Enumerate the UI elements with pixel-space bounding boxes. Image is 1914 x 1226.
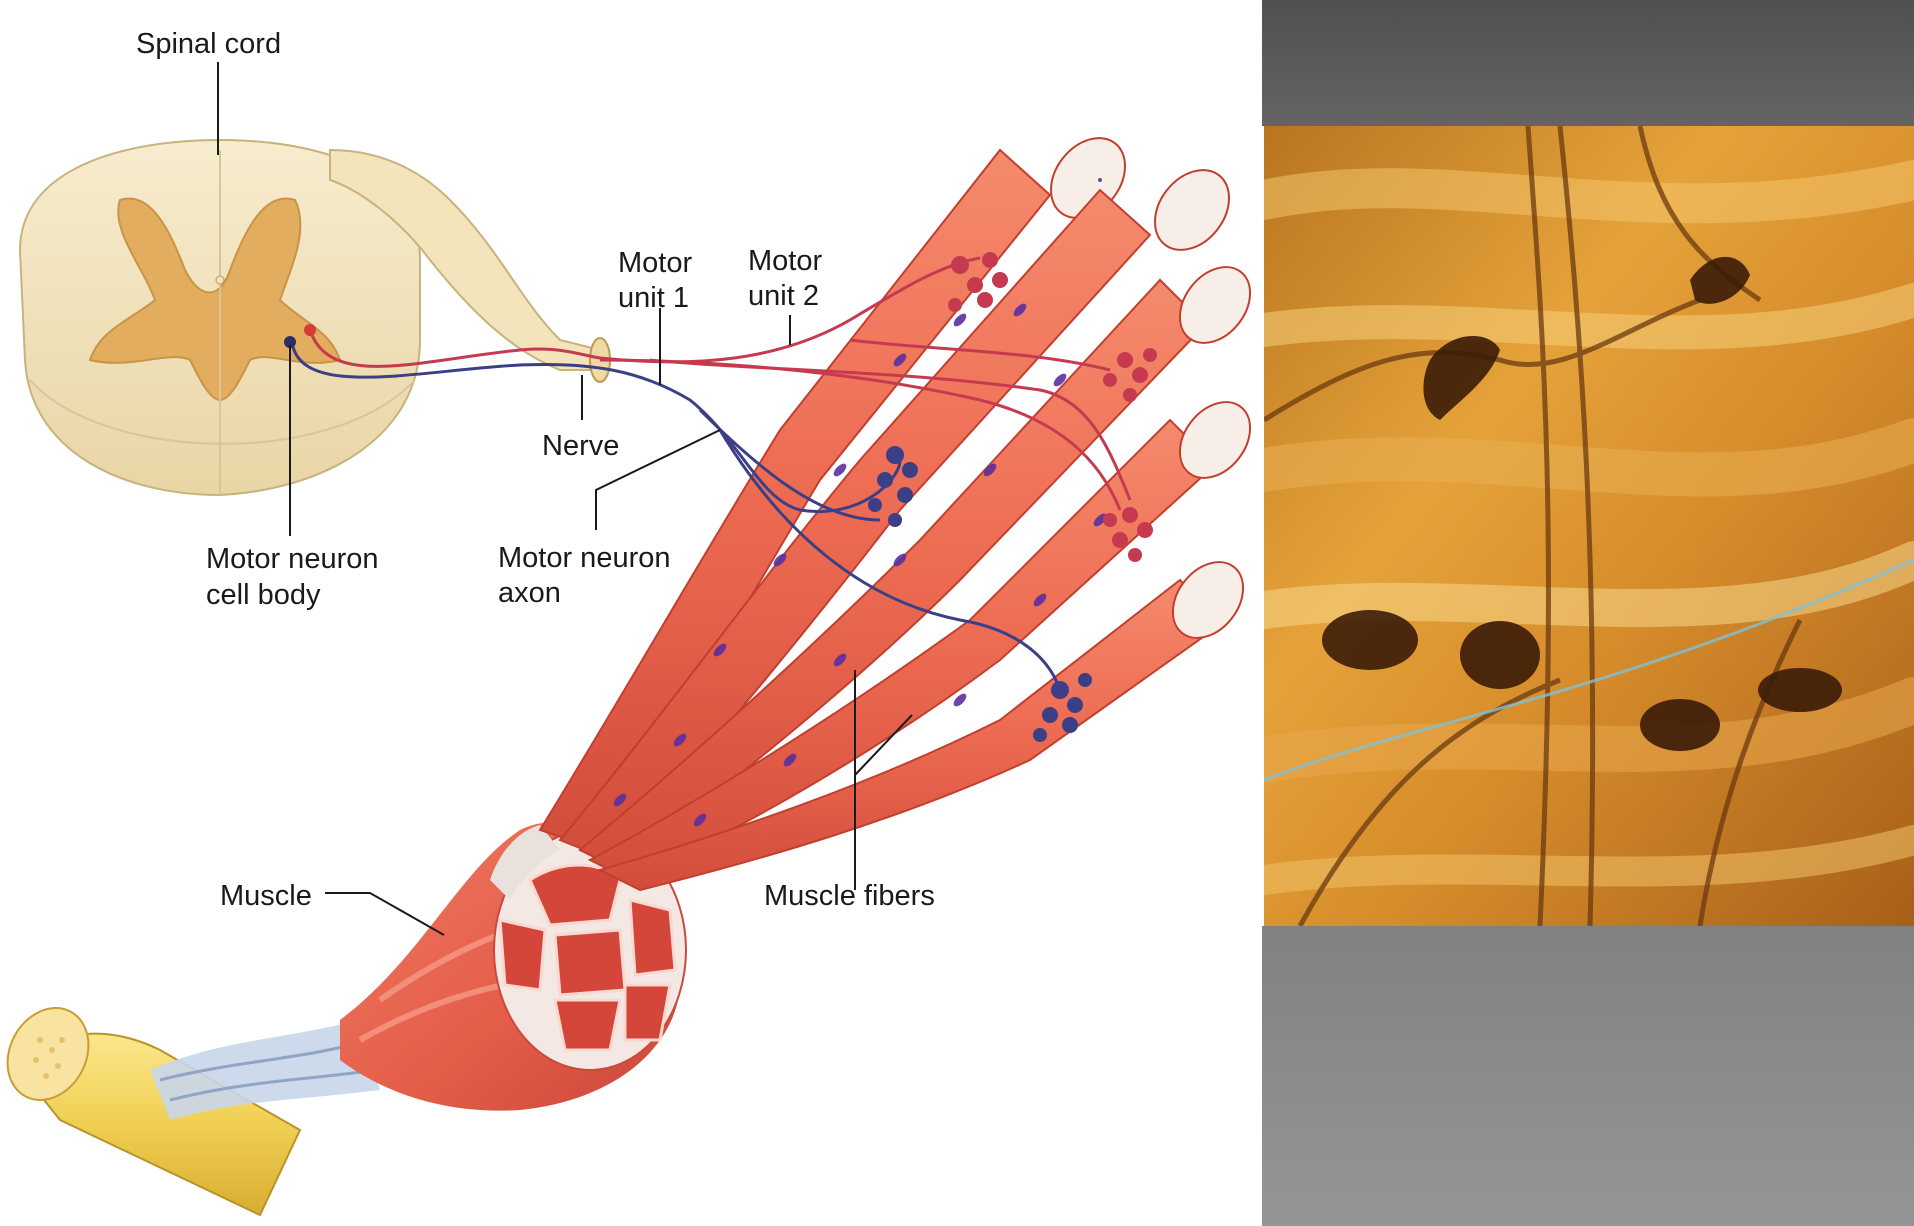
label-muscle: Muscle [220, 880, 312, 912]
spinal-cord [18, 138, 611, 497]
motor-unit-1-junctions [868, 446, 1092, 742]
motor-unit-2-junctions [948, 252, 1157, 562]
motor-unit-1-cell-body [284, 336, 296, 348]
leader-lines [217, 62, 913, 936]
label-nerve: Nerve [542, 430, 619, 462]
micrograph-image [1264, 126, 1914, 926]
label-motor-unit-1: Motor unit 1 [618, 247, 700, 314]
motor-unit-2-axon [308, 256, 1132, 511]
label-motor-neuron-cell-body: Motor neuron cell body [206, 543, 387, 611]
motor-unit-2-cell-body [304, 324, 316, 336]
label-motor-unit-2: Motor unit 2 [748, 245, 830, 312]
label-spinal-cord: Spinal cord [136, 28, 281, 60]
label-muscle-fibers: Muscle fibers [764, 880, 935, 912]
motor-unit-1-axon [290, 341, 1062, 691]
tendon [6, 1007, 380, 1217]
side-panel [1262, 0, 1914, 1226]
muscle-belly [340, 822, 687, 1111]
label-motor-neuron-axon: Motor neuron axon [498, 542, 679, 609]
